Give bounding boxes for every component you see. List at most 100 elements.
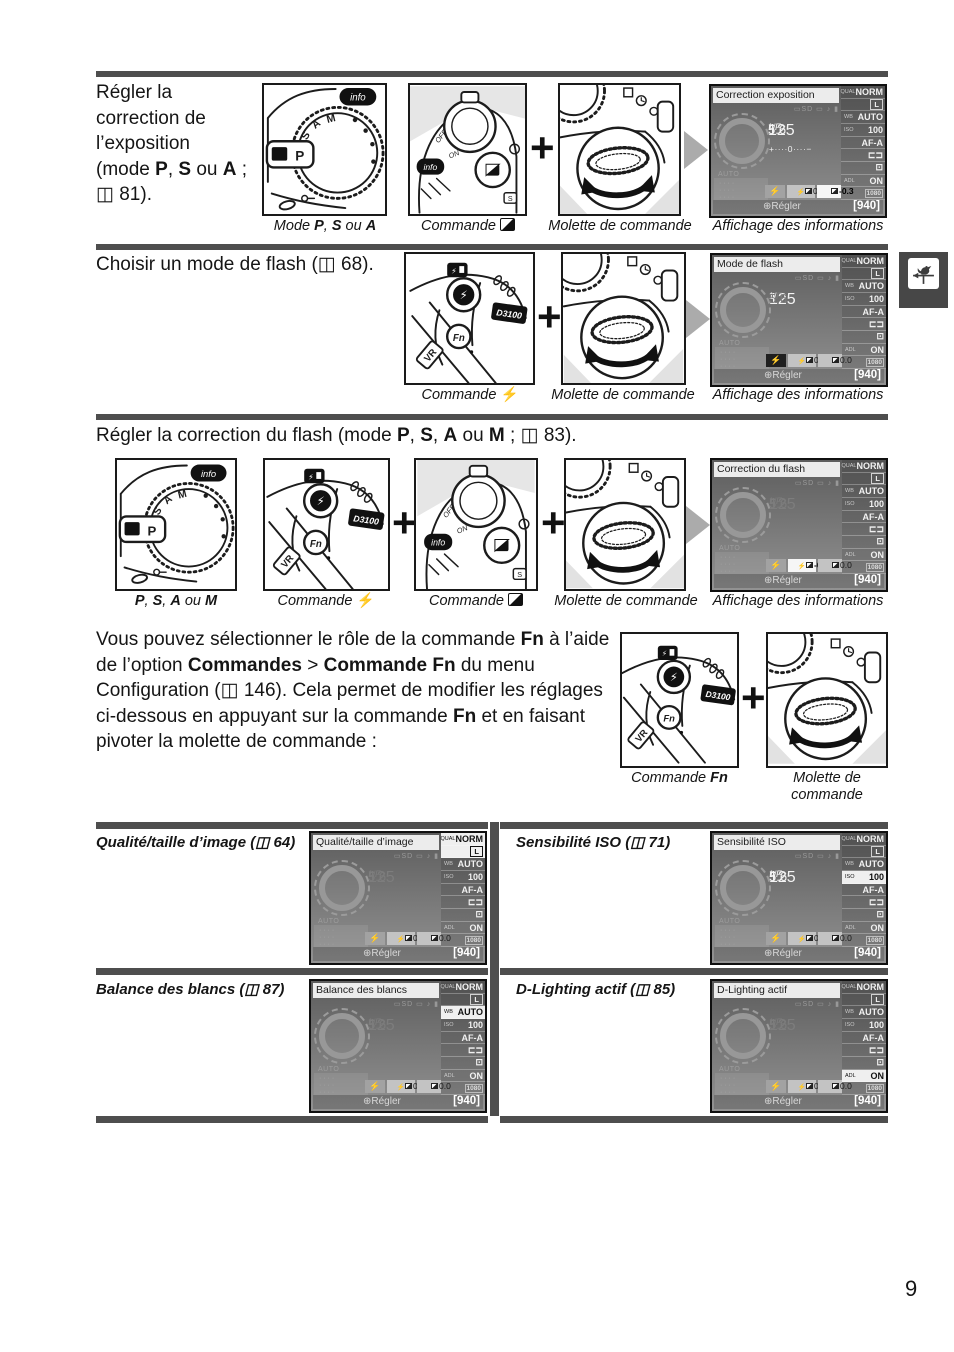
caption-exposure-button: Commande [406,593,546,610]
display-dial-core [720,287,766,333]
svg-text:⚡: ⚡ [308,472,313,481]
chapter-tab [899,252,948,308]
exp-comp-value: 0.0 [840,560,852,570]
display-dial-graphic [314,1008,370,1064]
display-footer: ⊕Régler [940] [313,1095,483,1109]
svg-text:D3100: D3100 [705,689,731,702]
display-footer: ⊕Régler [940] [313,947,483,961]
display-dial-graphic [314,860,370,916]
caption-info-display: Affichage des informations [712,387,884,403]
display-auto-label: AUTO [718,171,740,178]
flash-mode-indicator: ⚡ [766,1080,786,1093]
display-auto-label: AUTO [719,918,741,925]
regler-hint: ⊕Régler [363,1096,401,1107]
exposure-button-illustration: OFF ON info S [417,460,535,589]
shutter-prefix: 1/ [368,869,376,879]
svg-text:⚡: ⚡ [670,671,678,684]
info-display-correction-du-flash: Correction du flash ▭SD ▭ ♪ ▮ AUTO 1/125… [710,458,888,592]
plus-sign: + [392,499,417,546]
svg-text:ON: ON [455,523,469,536]
sidebar-cell: ⊡ [842,909,886,922]
shutter-prefix: 1/ [769,869,777,879]
sidebar-cell: L [842,473,886,486]
display-dial-graphic [715,860,771,916]
display-title: Sensibilité ISO [714,835,840,850]
table-column-divider [490,968,499,1116]
sidebar-cell: AF-A [842,511,886,524]
sidebar-cell: ⊏⊐ [842,318,886,332]
mode-dial-illustration: M A S info P [265,88,385,211]
display-status-icons: ▭SD ▭ ♪ ▮ [794,853,840,860]
frame-count: [940] [854,369,881,381]
flash-fn-buttons-illustration: VR ⚡ ⚡ D3100 Fn [622,645,736,764]
exp-comp-indicator: 0.0 [417,1080,451,1093]
arrow-icon [684,131,708,169]
sidebar-cell: AF-A [441,884,485,897]
flash-mode-indicator: ⚡ [365,1080,385,1093]
flash-mode-indicator: ⚡ [766,559,786,572]
camera-illustration-flash-button: VR ⚡ ⚡ D3100 Fn [263,458,390,591]
exp-comp-indicator: 0.0 [818,1080,852,1093]
display-dial-graphic [715,282,771,338]
camera-illustration-exposure-button: OFF ON info S [414,458,538,591]
table-rule [96,822,488,829]
sidebar-cell: AF-A [842,306,886,319]
sidebar-cell: 1080 [842,1082,886,1096]
exposure-comp-icon [499,218,515,231]
display-auto-label: AUTO [719,1066,741,1073]
shutter-speed: 125 [368,869,395,886]
aperture-prefix: F [375,1017,381,1027]
camera-illustration-fn-button: VR ⚡ ⚡ D3100 Fn [620,632,739,768]
display-footer: ⊕Régler [940] [714,947,884,961]
sidebar-cell: ⊏⊐ [842,1044,886,1058]
frame-count: [940] [853,200,880,212]
section-divider [96,244,888,250]
frame-count: [940] [854,574,881,586]
sidebar-cell: 1080 [841,187,885,201]
table-label-image-quality: Qualité/taille d’image (◫ 64) [96,834,296,851]
shutter-speed: 125 [769,869,796,886]
display-flash-grid: · · · · · · · · · · · · [715,925,769,948]
table-rule [500,822,888,829]
svg-text:P: P [148,523,157,538]
camera-illustration-command-dial [558,83,681,216]
svg-text:⚡: ⚡ [460,288,468,302]
svg-text:info: info [350,93,366,104]
display-flash-grid: · · · · · · · · · · · · [715,552,769,575]
shutter-prefix: 1/ [768,122,776,132]
sidebar-cell: ⊡ [441,1057,485,1070]
caption-flash-button: Commande ⚡ [277,593,375,609]
flash-fn-buttons-illustration: VR ⚡ ⚡ D3100 Fn [409,262,528,383]
aperture-value: 5.6 [769,496,788,511]
chapter-tab-frame [908,258,939,289]
svg-text:D3100: D3100 [496,307,523,320]
exp-comp-value: 0.0 [840,933,852,943]
caption-command-dial: Molette de commande [551,387,695,403]
sidebar-cell: ⊏⊐ [441,1044,485,1058]
display-dial-core [720,865,766,911]
arrow-icon [686,506,710,544]
caption-exposure-button: Commande [398,218,538,235]
aperture-value: 5.6 [368,1017,387,1032]
shutter-speed: 125 [368,1017,395,1034]
camera-illustration-command-dial [564,458,686,591]
